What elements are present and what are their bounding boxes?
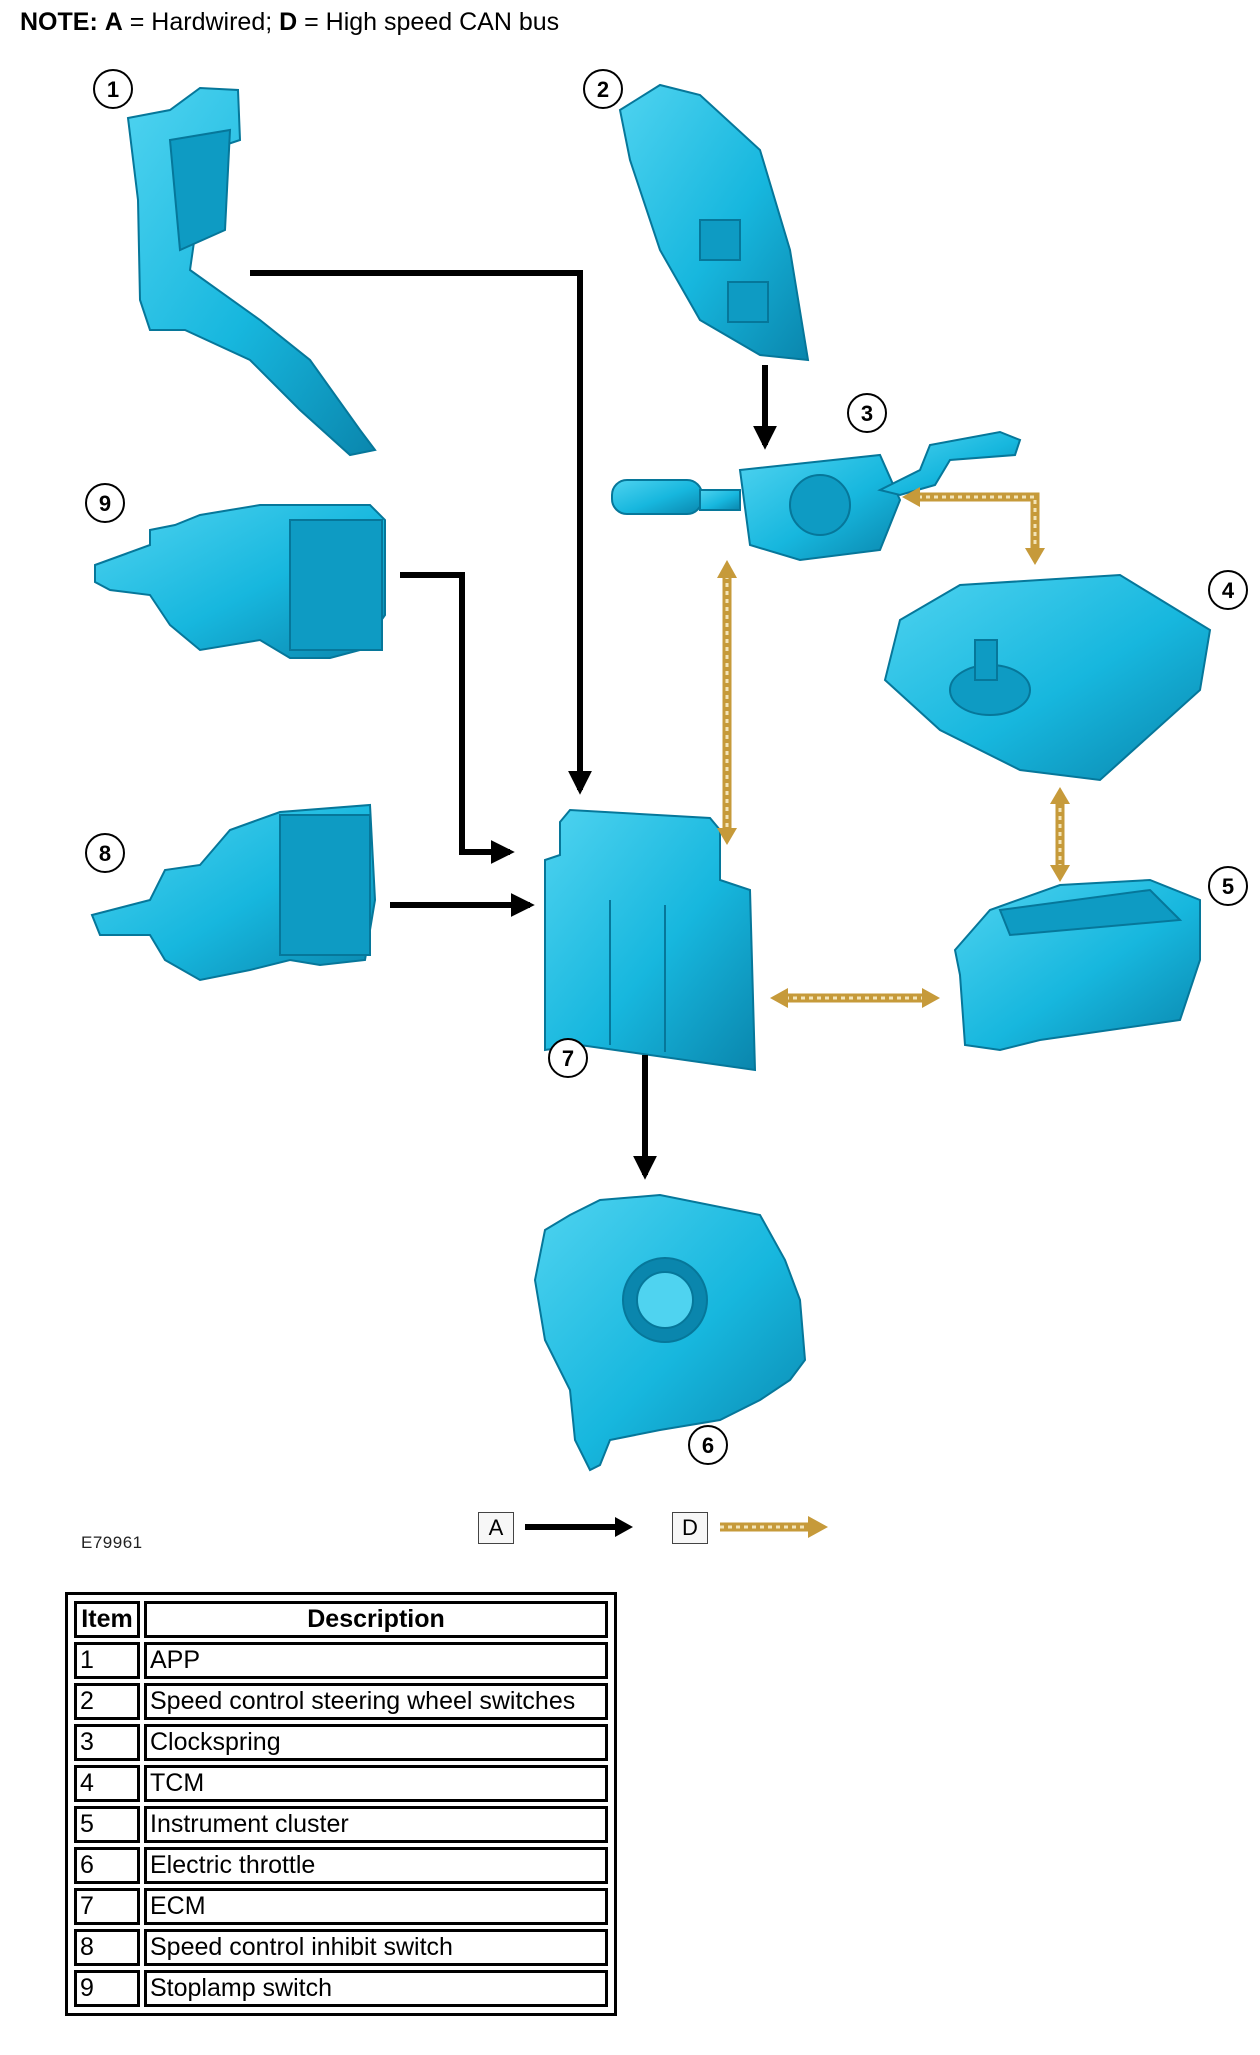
wire-app-to-ecm [250,270,592,795]
row-description: Speed control steering wheel switches [144,1683,608,1720]
callout-7: 7 [548,1038,588,1078]
table-header-row: Item Description [74,1601,608,1638]
callout-6: 6 [688,1425,728,1465]
row-item: 4 [74,1765,140,1802]
row-item: 2 [74,1683,140,1720]
component-electric-throttle [533,1193,807,1472]
row-description: Stoplamp switch [144,1970,608,2007]
legend-can-arrow [720,1516,828,1538]
figure-id: E79961 [81,1533,143,1552]
row-item: 8 [74,1929,140,1966]
component-app-pedal [126,86,377,457]
header-item: Item [74,1601,140,1638]
svg-text:1: 1 [107,77,119,102]
row-description: APP [144,1642,608,1679]
row-description: TCM [144,1765,608,1802]
component-tcm [883,573,1212,782]
can-bus-connections [717,487,1070,1008]
callout-3: 3 [847,393,887,433]
can-tcm-cluster [1050,787,1070,882]
callout-8: 8 [85,833,125,873]
legend-key-hardwired: A [478,1512,514,1544]
row-item: 1 [74,1642,140,1679]
header-description: Description [144,1601,608,1638]
callout-9: 9 [85,483,125,523]
svg-text:2: 2 [597,77,609,102]
svg-text:7: 7 [562,1046,574,1071]
svg-text:4: 4 [1222,578,1235,603]
svg-text:3: 3 [861,401,873,426]
note-a-text: = Hardwired; [122,8,280,36]
component-clockspring [611,430,1022,562]
row-item: 5 [74,1806,140,1843]
row-description: Speed control inhibit switch [144,1929,608,1966]
note-d-text: = High speed CAN bus [297,8,560,36]
callout-5: 5 [1208,866,1248,906]
component-steering-switches [618,83,810,362]
note-prefix: NOTE: [20,8,98,36]
component-ecm [544,808,757,1072]
svg-text:5: 5 [1222,874,1234,899]
row-description: Clockspring [144,1724,608,1761]
system-diagram: 1 2 3 4 5 6 7 8 9 [85,69,1248,1538]
callout-2: 2 [583,69,623,109]
callout-4: 4 [1208,570,1248,610]
svg-text:9: 9 [99,491,111,516]
wire-stoplamp-to-ecm [400,572,515,864]
component-stoplamp-switch [94,504,386,659]
row-description: Instrument cluster [144,1806,608,1843]
row-item: 6 [74,1847,140,1884]
legend-key-can: D [672,1512,708,1544]
hardwired-connections [250,270,777,1180]
row-item: 7 [74,1888,140,1925]
row-item: 3 [74,1724,140,1761]
row-description: Electric throttle [144,1847,608,1884]
can-clockspring-ecm [717,560,737,845]
can-ecm-cluster [770,988,940,1008]
svg-text:8: 8 [99,841,111,866]
note-a-key: A [104,8,123,36]
row-description: ECM [144,1888,608,1925]
svg-text:6: 6 [702,1433,714,1458]
note-line: NOTE: A = Hardwired; D = High speed CAN … [20,8,559,37]
component-inhibit-switch [90,803,377,982]
component-instrument-cluster [953,878,1201,1052]
can-clockspring-tcm [902,487,1045,565]
legend-hardwired-arrow [525,1517,633,1537]
callout-1: 1 [93,69,133,109]
row-item: 9 [74,1970,140,2007]
note-d-key: D [279,8,298,36]
